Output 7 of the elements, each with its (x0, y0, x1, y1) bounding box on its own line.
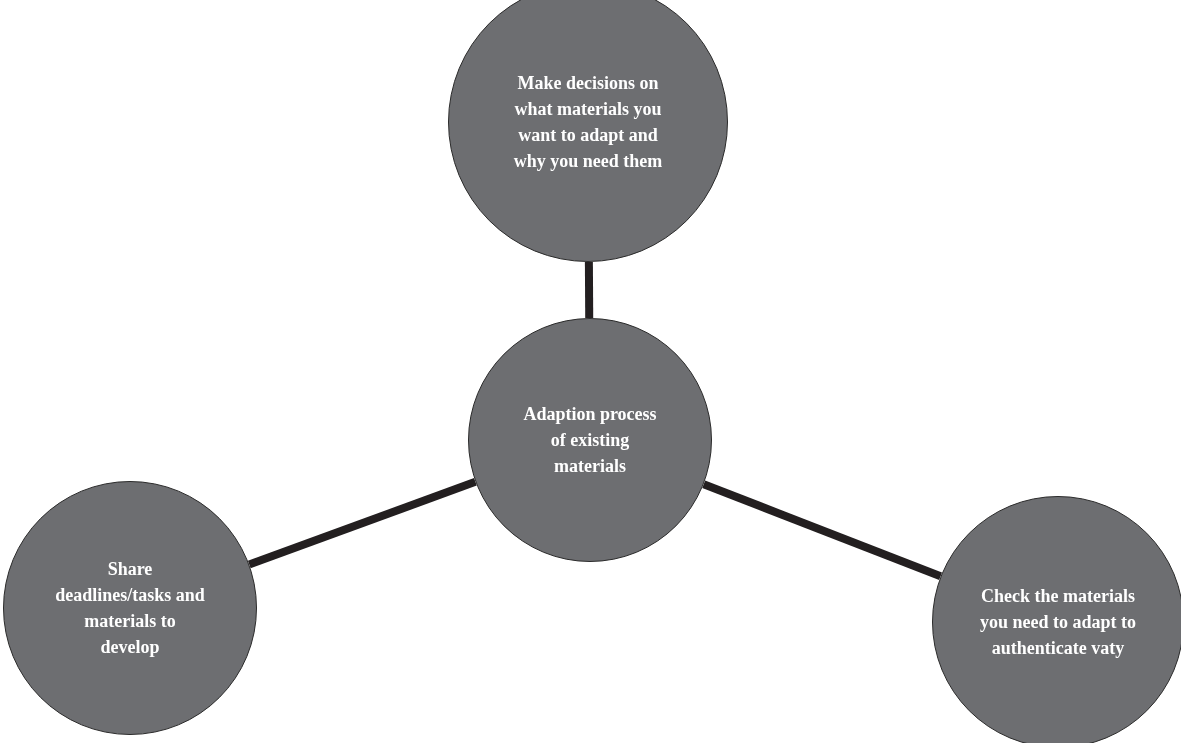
node-text: Share deadlines/tasks and materials to develop (55, 557, 205, 660)
node-text: Check the materials you need to adapt to authenticate vaty (979, 584, 1137, 661)
connector-line (584, 261, 594, 319)
connector-line (702, 480, 942, 581)
connector-line (247, 478, 477, 569)
node-text: Adaption process of existing materials (522, 402, 658, 479)
node-text: Make decisions on what materials you want to adapt and why you need them (512, 71, 664, 174)
